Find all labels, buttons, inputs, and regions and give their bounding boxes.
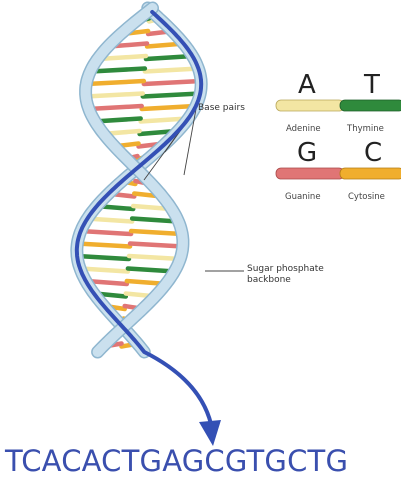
base-left-half <box>77 256 129 259</box>
base-right-half <box>88 106 141 109</box>
backbone-strands <box>77 8 201 352</box>
legend-name-guanine: Guanine <box>285 192 321 202</box>
base-left-half <box>80 231 131 234</box>
legend-letter-guanine: G <box>297 140 317 166</box>
base-left-half <box>144 81 201 84</box>
dna-sequence: TCACACTGAGCGTGCTG <box>5 444 348 478</box>
base-right-half <box>86 94 143 97</box>
legend-letter-adenine: A <box>298 72 316 98</box>
legend-name-thymine: Thymine <box>347 124 384 134</box>
base-right-half <box>129 256 181 259</box>
legend-bar-guanine-cytosine <box>276 168 401 179</box>
base-right-half <box>131 231 182 234</box>
legend-bar-adenine-thymine <box>276 100 401 111</box>
base-pairs-label: Base pairs <box>198 103 245 114</box>
base-left-half <box>77 244 130 247</box>
thymine-bar <box>340 100 401 111</box>
cytosine-bar <box>340 168 401 179</box>
arrowhead-icon <box>199 420 221 446</box>
base-left-half <box>145 69 199 72</box>
guanine-bar <box>276 168 344 179</box>
base-left-half <box>143 94 200 97</box>
base-right-half <box>130 244 183 247</box>
legend-name-cytosine: Cytosine <box>348 192 385 202</box>
legend-letter-thymine: T <box>364 72 380 98</box>
legend-letter-cytosine: C <box>364 140 382 166</box>
base-right-half <box>87 81 144 84</box>
backbone-label-line-2: backbone <box>247 275 291 286</box>
base-right-half <box>91 69 145 72</box>
backbone-label-line-1: Sugar phosphate <box>247 264 324 275</box>
adenine-bar <box>276 100 344 111</box>
legend-name-adenine: Adenine <box>286 124 321 134</box>
